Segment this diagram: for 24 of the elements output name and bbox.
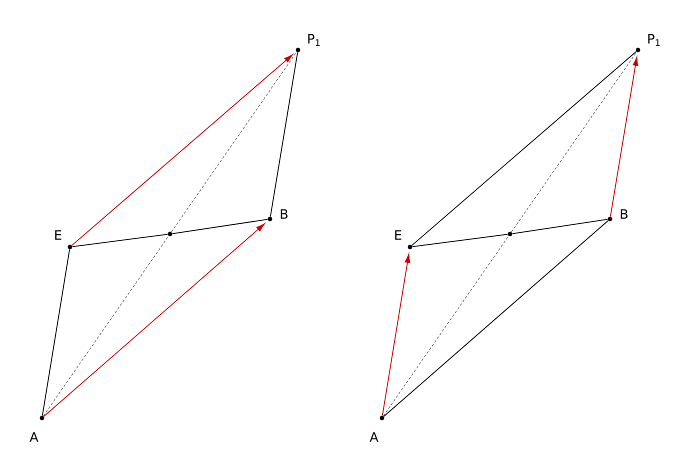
point-label: A [370,432,378,442]
line [72,234,168,248]
point-label: A [30,432,38,442]
line [172,218,268,234]
line [383,220,609,417]
line [412,234,508,248]
dashed-line [43,236,169,416]
point-label: B [620,209,628,219]
point-label: P$_{1}$ [308,34,320,46]
arrow [610,56,638,218]
point-label: B [280,209,288,219]
arrow [71,54,293,246]
dashed-line [171,52,297,232]
point-label: P$_{1}$ [648,34,660,46]
arrow [43,223,265,417]
line [512,218,608,234]
point-label: E [395,230,402,240]
dashed-line [383,236,509,416]
dashed-line [511,52,637,232]
line [411,51,637,246]
line [270,52,298,218]
arrow [382,254,410,416]
point-label: E [55,230,62,240]
line [42,248,70,416]
